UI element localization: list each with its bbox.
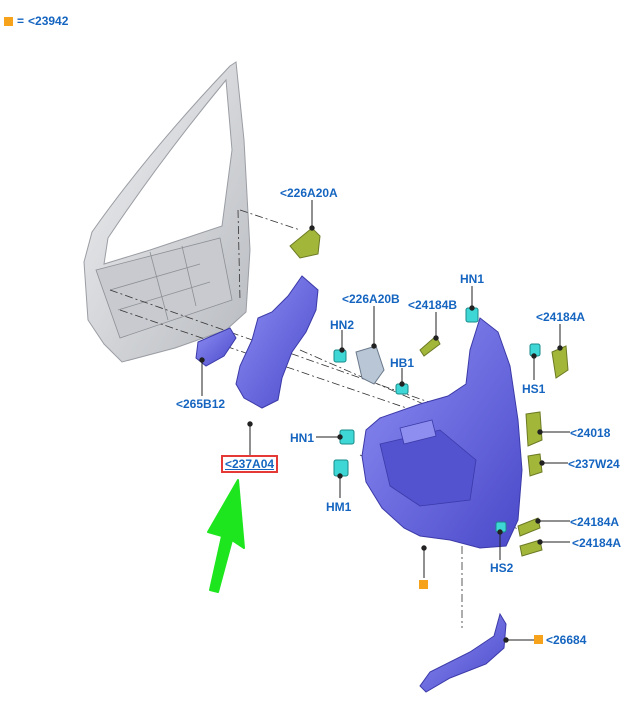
bracket-24018 [525,411,543,447]
upper-insulator-panel [235,275,319,409]
callout-hb1[interactable]: HB1 [390,356,415,370]
door-frame [83,61,251,363]
bracket-24184a-mid [517,517,541,537]
callout-237w24[interactable]: <237W24 [568,457,620,471]
legend-marker-icon [4,16,13,26]
legend-ref-link[interactable]: <23942 [28,14,69,28]
callout-hm1[interactable]: HM1 [326,500,352,514]
ref-marker-bottom [419,580,428,589]
callout-265b12[interactable]: <265B12 [176,397,226,411]
bracket-24184a-top [551,345,569,379]
callout-237a04-highlighted[interactable]: <237A04 [220,455,279,473]
metal-bracket-226a20b [355,345,385,385]
callout-hn1-mid[interactable]: HN1 [290,431,315,445]
leader-lines [199,200,570,643]
callout-24184b[interactable]: <24184B [408,298,458,312]
legend: = <23942 [4,14,68,28]
bracket-226a20a [289,227,321,259]
callout-hs1[interactable]: HS1 [522,382,546,396]
callout-26684[interactable]: <26684 [546,633,587,647]
lower-trim-strip [419,612,507,693]
bracket-24184a-low [519,539,543,557]
callout-hs2[interactable]: HS2 [490,561,514,575]
brackets [289,227,569,557]
callout-hn2[interactable]: HN2 [330,318,355,332]
clips [333,307,541,533]
callout-24184a-top[interactable]: <24184A [536,310,586,324]
pointer-arrow [207,479,245,593]
callout-24184a-mid[interactable]: <24184A [570,515,620,529]
legend-equals: = [17,14,25,28]
small-trim-piece [195,327,237,367]
bracket-237w24 [527,453,543,477]
callout-226a20a[interactable]: <226A20A [280,186,338,200]
callout-24184a-low[interactable]: <24184A [572,536,622,550]
reference-markers [419,580,543,644]
callout-226a20b[interactable]: <226A20B [342,292,400,306]
callout-24018[interactable]: <24018 [570,426,611,440]
bracket-24184b [419,335,441,357]
ref-marker-26684 [534,635,543,644]
callout-hn1-top[interactable]: HN1 [460,272,485,286]
door-trim-panel [361,317,523,549]
